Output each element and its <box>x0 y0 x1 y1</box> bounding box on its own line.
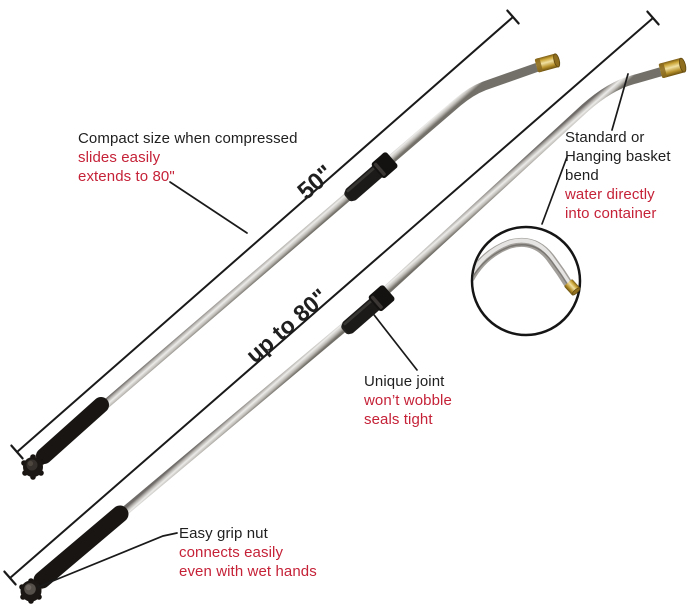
callout-joint-title: Unique joint <box>364 373 445 390</box>
lower-wand-foam-grip <box>33 505 129 589</box>
measure-tick <box>646 10 660 26</box>
leader-line-grip <box>37 532 178 588</box>
lower-wand <box>19 57 687 604</box>
callout-grip-sub1: connects easily <box>179 544 284 561</box>
measure-tick <box>506 9 520 25</box>
leader-line-bend <box>611 73 629 131</box>
callout-compact-title: Compact size when compressed <box>78 130 298 147</box>
inset-bend-tube <box>473 237 574 290</box>
callout-bend-title1: Standard or <box>565 129 645 146</box>
leader-line-joint <box>370 310 418 371</box>
callout-compact-sub2: extends to 80" <box>78 168 175 185</box>
callout-compact-size: Compact size when compressed slides easi… <box>78 129 298 186</box>
callout-joint-sub2: seals tight <box>364 411 433 428</box>
lower-wand-brass-nozzle <box>658 57 687 79</box>
callout-bend-title2: Hanging basket bend <box>565 148 671 184</box>
callout-joint-sub1: won’t wobble <box>364 392 452 409</box>
lower-wand-measure-line <box>3 10 660 586</box>
callout-bend-sub1: water directly <box>565 186 655 203</box>
leader-line-compact <box>169 181 248 234</box>
callout-unique-joint: Unique joint won’t wobble seals tight <box>364 372 452 429</box>
upper-wand <box>21 53 561 480</box>
callout-bend-sub2: into container <box>565 205 657 222</box>
upper-wand-grip-nut <box>21 454 45 480</box>
lower-wand-shaft <box>28 67 665 593</box>
lower-wand-grip-nut <box>19 578 43 604</box>
measure-tick <box>3 570 17 586</box>
upper-wand-brass-nozzle <box>534 53 561 73</box>
upper-wand-measure-line <box>10 9 520 460</box>
upper-wand-shaft <box>30 62 543 470</box>
bend-detail-inset <box>470 225 582 337</box>
lower-wand-joint <box>341 285 395 335</box>
callout-easy-grip-nut: Easy grip nut connects easily even with … <box>179 524 317 581</box>
callout-grip-sub2: even with wet hands <box>179 563 317 580</box>
callout-compact-sub1: slides easily <box>78 149 161 166</box>
upper-wand-joint <box>344 152 398 202</box>
inset-brass-nozzle <box>564 279 581 296</box>
callout-grip-title: Easy grip nut <box>179 525 268 542</box>
upper-wand-foam-grip <box>36 397 109 464</box>
measure-tick <box>10 444 24 460</box>
callout-basket-bend: Standard or Hanging basket bend water di… <box>565 128 700 223</box>
leader-line-inset <box>541 156 568 225</box>
